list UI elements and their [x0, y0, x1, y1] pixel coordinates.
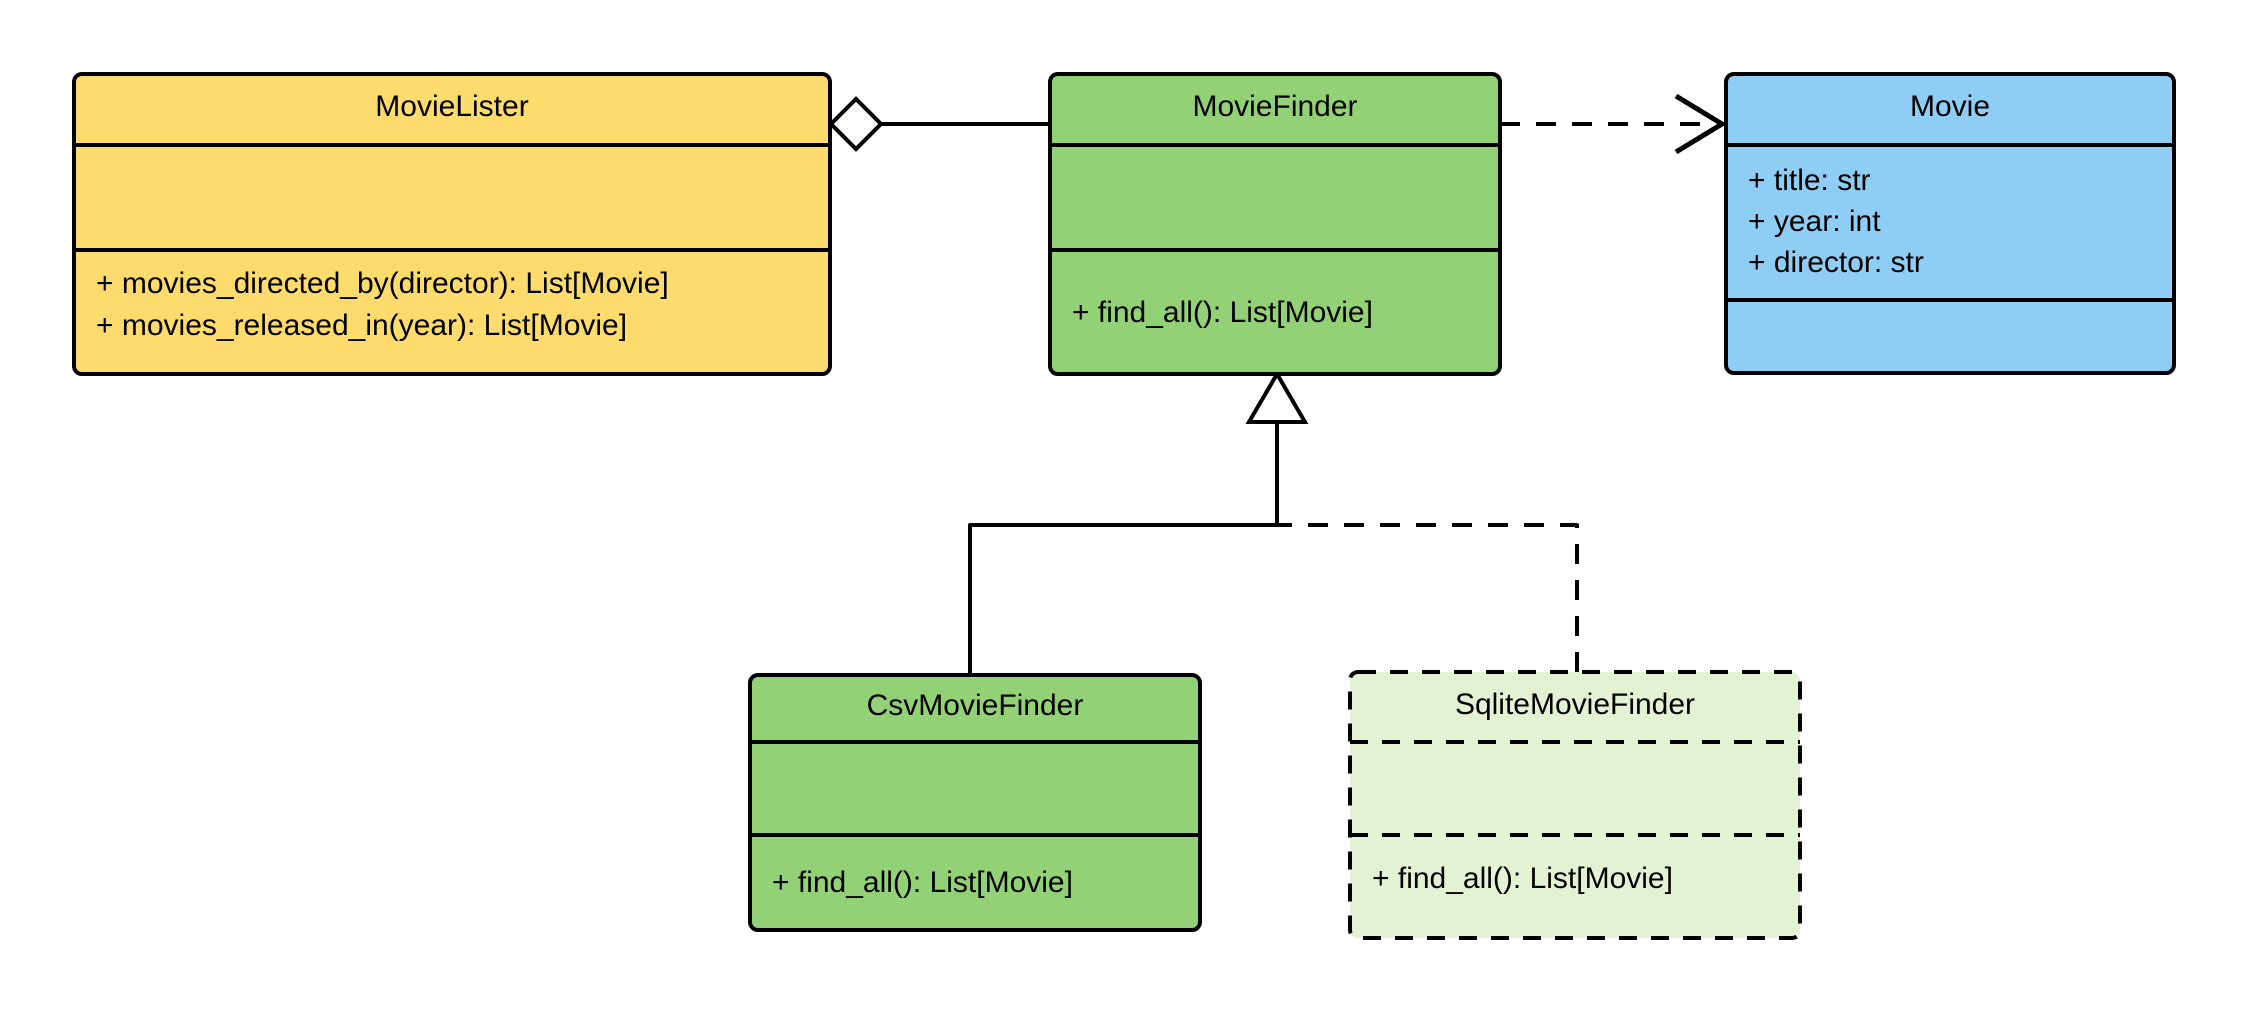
movie-lister-method-1: + movies_directed_by(director): List[Mov… — [96, 267, 669, 300]
movie-finder-title: MovieFinder — [1192, 90, 1357, 123]
movie-finder-body — [1048, 72, 1502, 376]
open-arrow-icon — [1674, 93, 1727, 155]
sqlite-movie-finder-body — [1348, 670, 1802, 940]
generalization-line-sqlite — [1275, 415, 1579, 672]
movie-attribute-1: + title: str — [1748, 164, 1871, 197]
csv-movie-finder-title: CsvMovieFinder — [867, 689, 1084, 722]
movie-lister-body — [72, 72, 832, 376]
relationship-aggregation-lister-finder[interactable] — [828, 96, 1050, 152]
movie-attribute-2: + year: int — [1748, 205, 1881, 238]
class-box-movie-lister[interactable]: MovieLister + movies_directed_by(directo… — [72, 72, 832, 376]
hollow-triangle-icon — [1245, 370, 1309, 424]
generalization-line-csv — [968, 415, 1279, 675]
movie-lister-method-2: + movies_released_in(year): List[Movie] — [96, 309, 627, 342]
class-box-sqlite-movie-finder[interactable]: SqliteMovieFinder + find_all(): List[Mov… — [1348, 670, 1802, 940]
relationship-dependency-finder-movie[interactable] — [1500, 93, 1727, 155]
movie-lister-title: MovieLister — [375, 90, 528, 123]
class-box-csv-movie-finder[interactable]: CsvMovieFinder + find_all(): List[Movie] — [748, 673, 1202, 932]
sqlite-movie-finder-method-1: + find_all(): List[Movie] — [1372, 862, 1673, 895]
class-box-movie[interactable]: Movie + title: str + year: int + directo… — [1724, 72, 2176, 375]
sqlite-movie-finder-title: SqliteMovieFinder — [1455, 688, 1695, 721]
relationship-generalization-sqlite-finder[interactable] — [1275, 415, 1579, 672]
hollow-diamond-icon — [828, 96, 884, 152]
relationship-generalization-csv-finder[interactable] — [968, 415, 1279, 675]
movie-title: Movie — [1910, 90, 1990, 123]
class-box-movie-finder[interactable]: MovieFinder + find_all(): List[Movie] — [1048, 72, 1502, 376]
csv-movie-finder-method-1: + find_all(): List[Movie] — [772, 866, 1073, 899]
movie-attribute-3: + director: str — [1748, 246, 1924, 279]
movie-finder-method-1: + find_all(): List[Movie] — [1072, 296, 1373, 329]
csv-movie-finder-body — [748, 673, 1202, 932]
